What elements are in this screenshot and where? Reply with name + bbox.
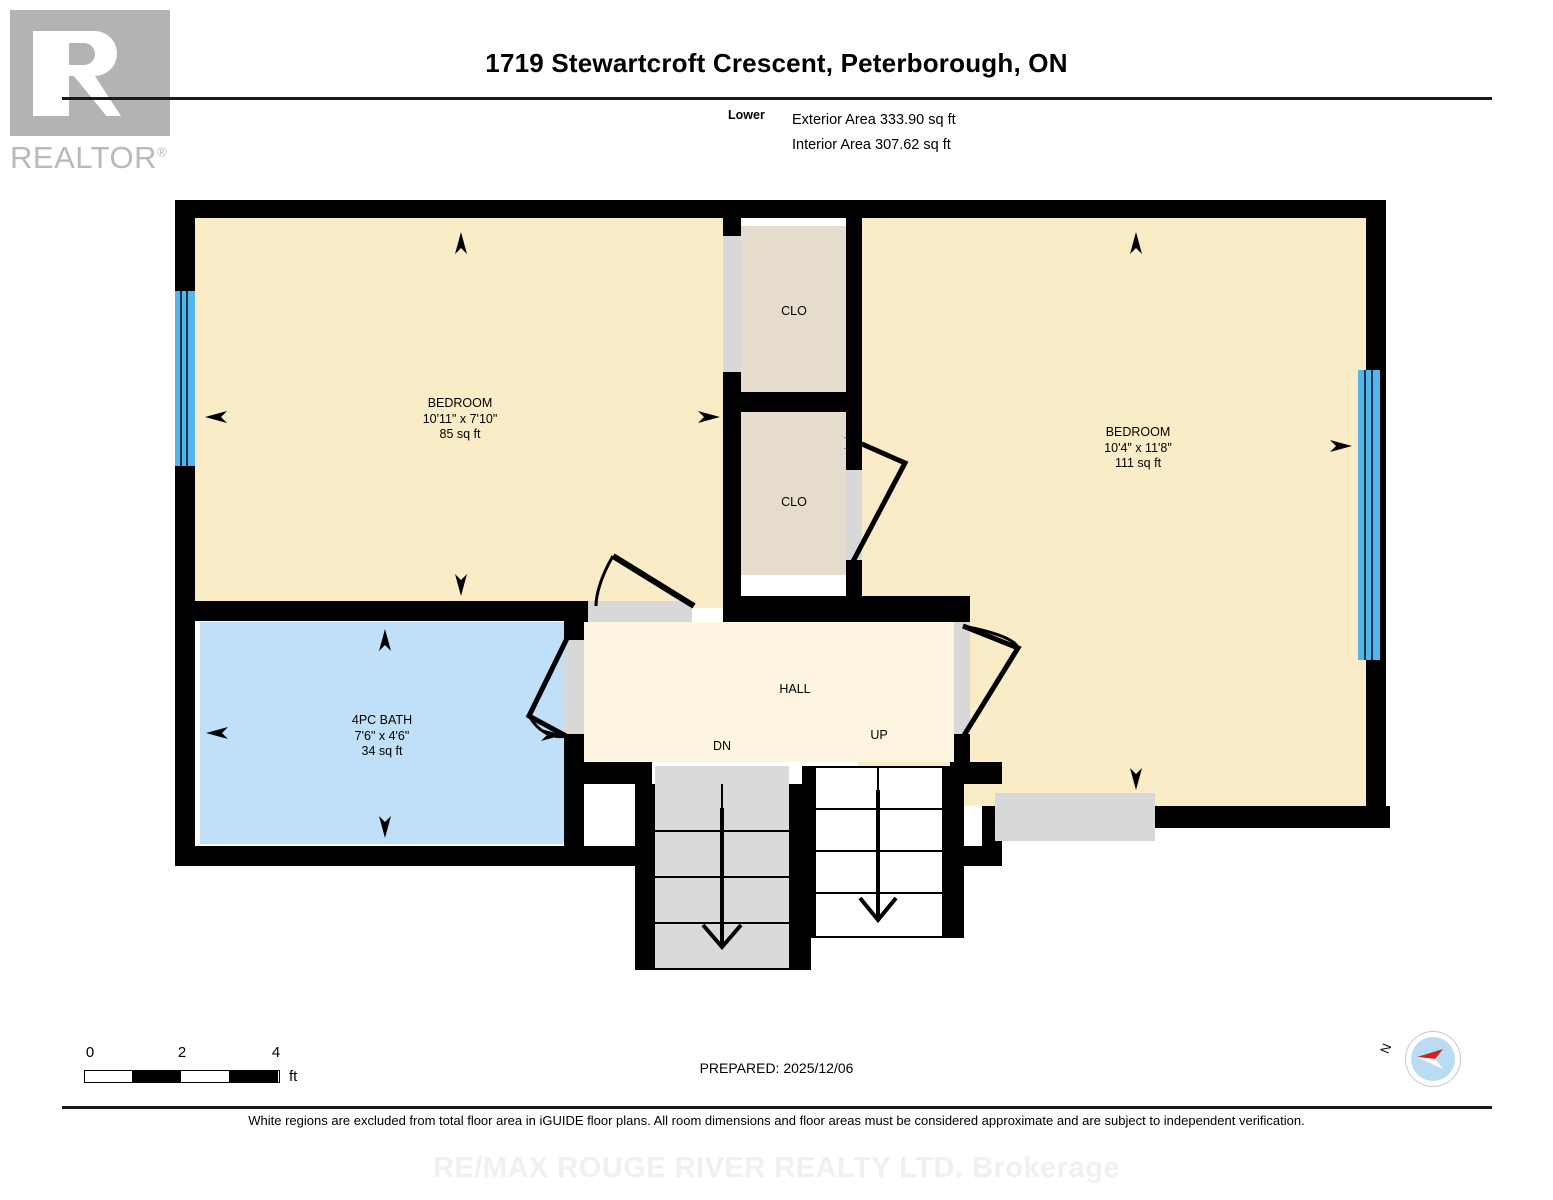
label-bedroom-left: BEDROOM 10'11" x 7'10" 85 sq ft	[370, 396, 550, 443]
header-divider	[62, 97, 1492, 100]
realtor-logo-r-bowl-inner	[69, 43, 95, 65]
label-bath-area: 34 sq ft	[361, 744, 403, 758]
label-hall: HALL	[735, 682, 855, 698]
label-bedroom-left-area: 85 sq ft	[439, 427, 481, 441]
wall-closet-right	[846, 216, 862, 396]
wall-closet-divider	[723, 392, 862, 412]
scale-bar-widget: 0 2 4 ft	[84, 1044, 314, 1094]
interior-area-text: Interior Area 307.62 sq ft	[792, 137, 951, 153]
exterior-area-text: Exterior Area 333.90 sq ft	[792, 112, 956, 128]
area-summary: Lower Exterior Area 333.90 sq ft Interio…	[728, 108, 956, 158]
scale-bar	[84, 1070, 280, 1083]
page-title: 1719 Stewartcroft Crescent, Peterborough…	[485, 48, 1068, 78]
label-stair-up: UP	[839, 728, 919, 744]
wall-closet-right-lower	[846, 410, 862, 470]
compass-rose: N	[1377, 1031, 1461, 1087]
wall-hall-bottom-left	[580, 762, 652, 784]
disclaimer-text: White regions are excluded from total fl…	[248, 1113, 1305, 1128]
label-bedroom-right-area: 111 sq ft	[1114, 456, 1162, 470]
window-right-bedroom	[1358, 370, 1380, 660]
scale-seg-1	[132, 1071, 181, 1082]
brokerage-watermark: RE/MAX ROUGE RIVER REALTY LTD. Brokerage	[432, 1152, 1121, 1184]
scale-tick-0: 0	[85, 1044, 95, 1061]
label-up: UP	[870, 728, 888, 742]
prepared-date: PREPARED: 2025/12/06	[699, 1060, 854, 1076]
scale-tick-4: 4	[271, 1044, 281, 1061]
footer-divider	[62, 1106, 1492, 1109]
room-hall	[580, 622, 954, 762]
sliding-closet-bottom-right	[995, 793, 1155, 841]
label-bedroom-right-dims: 10'4" x 11'8"	[1104, 440, 1172, 455]
label-closet-upper: CLO	[734, 304, 854, 320]
label-4pc-bath: 4PC BATH 7'6" x 4'6" 34 sq ft	[292, 713, 472, 760]
stair-down-tread-lines	[655, 784, 789, 968]
level-label: Lower	[728, 108, 765, 122]
door-bath-opening	[564, 640, 584, 734]
registered-trademark-icon: ®	[157, 144, 168, 160]
wall-exterior-top	[175, 200, 1385, 218]
window-left-bedroom-mullion-1	[180, 291, 182, 466]
stair-down-landing	[655, 766, 789, 784]
door-bedroom-left-opening	[588, 601, 692, 622]
door-closet-lower-opening	[846, 470, 862, 560]
compass-needle	[1417, 1049, 1443, 1069]
label-bedroom-right-name: BEDROOM	[1105, 425, 1171, 439]
label-bath-name: 4PC BATH	[351, 713, 413, 727]
label-hall-name: HALL	[779, 682, 811, 696]
realtor-logo: REALTOR®	[10, 10, 175, 195]
room-closet-upper	[740, 226, 848, 394]
label-bedroom-left-name: BEDROOM	[427, 396, 493, 410]
compass-north-label: N	[1376, 1041, 1395, 1056]
window-right-bedroom-mullion-2	[1371, 370, 1373, 660]
label-stair-down: DN	[682, 739, 762, 755]
label-closet-lower-name: CLO	[781, 495, 807, 509]
realtor-logo-r-stem	[33, 31, 69, 116]
window-left-bedroom-mullion-2	[186, 291, 188, 466]
stair-up-tread-lines	[814, 766, 944, 938]
room-bedroom-left	[192, 216, 725, 608]
label-dn: DN	[712, 739, 732, 753]
label-closet-lower: CLO	[734, 495, 854, 511]
scale-unit-label: ft	[289, 1068, 298, 1085]
wall-exterior-bottom-left	[175, 846, 635, 866]
wall-stair-down-left	[635, 784, 655, 970]
realtor-logo-text: REALTOR	[10, 140, 158, 175]
realtor-logo-wordmark: REALTOR®	[10, 140, 167, 176]
label-closet-upper-name: CLO	[781, 304, 807, 318]
window-left-bedroom	[175, 291, 195, 466]
floor-plan: BEDROOM 10'11" x 7'10" 85 sq ft BEDROOM …	[175, 200, 1390, 970]
scale-tick-2: 2	[177, 1044, 187, 1061]
door-bedroom-right-opening	[954, 622, 970, 734]
room-closet-lower	[740, 410, 848, 575]
label-bath-dims: 7'6" x 4'6"	[354, 728, 410, 743]
wall-stair-up-right	[944, 766, 964, 938]
door-closet-upper-opening	[723, 236, 741, 372]
wall-stair-up-left	[802, 766, 814, 938]
label-bedroom-right: BEDROOM 10'4" x 11'8" 111 sq ft	[1048, 425, 1228, 472]
room-4pc-bath	[200, 622, 564, 844]
window-right-bedroom-mullion-1	[1364, 370, 1366, 660]
wall-hall-top-right	[723, 596, 969, 622]
scale-seg-2	[229, 1071, 278, 1082]
wall-bedroom-bath-divider	[175, 601, 587, 621]
label-bedroom-left-dims: 10'11" x 7'10"	[422, 411, 498, 426]
